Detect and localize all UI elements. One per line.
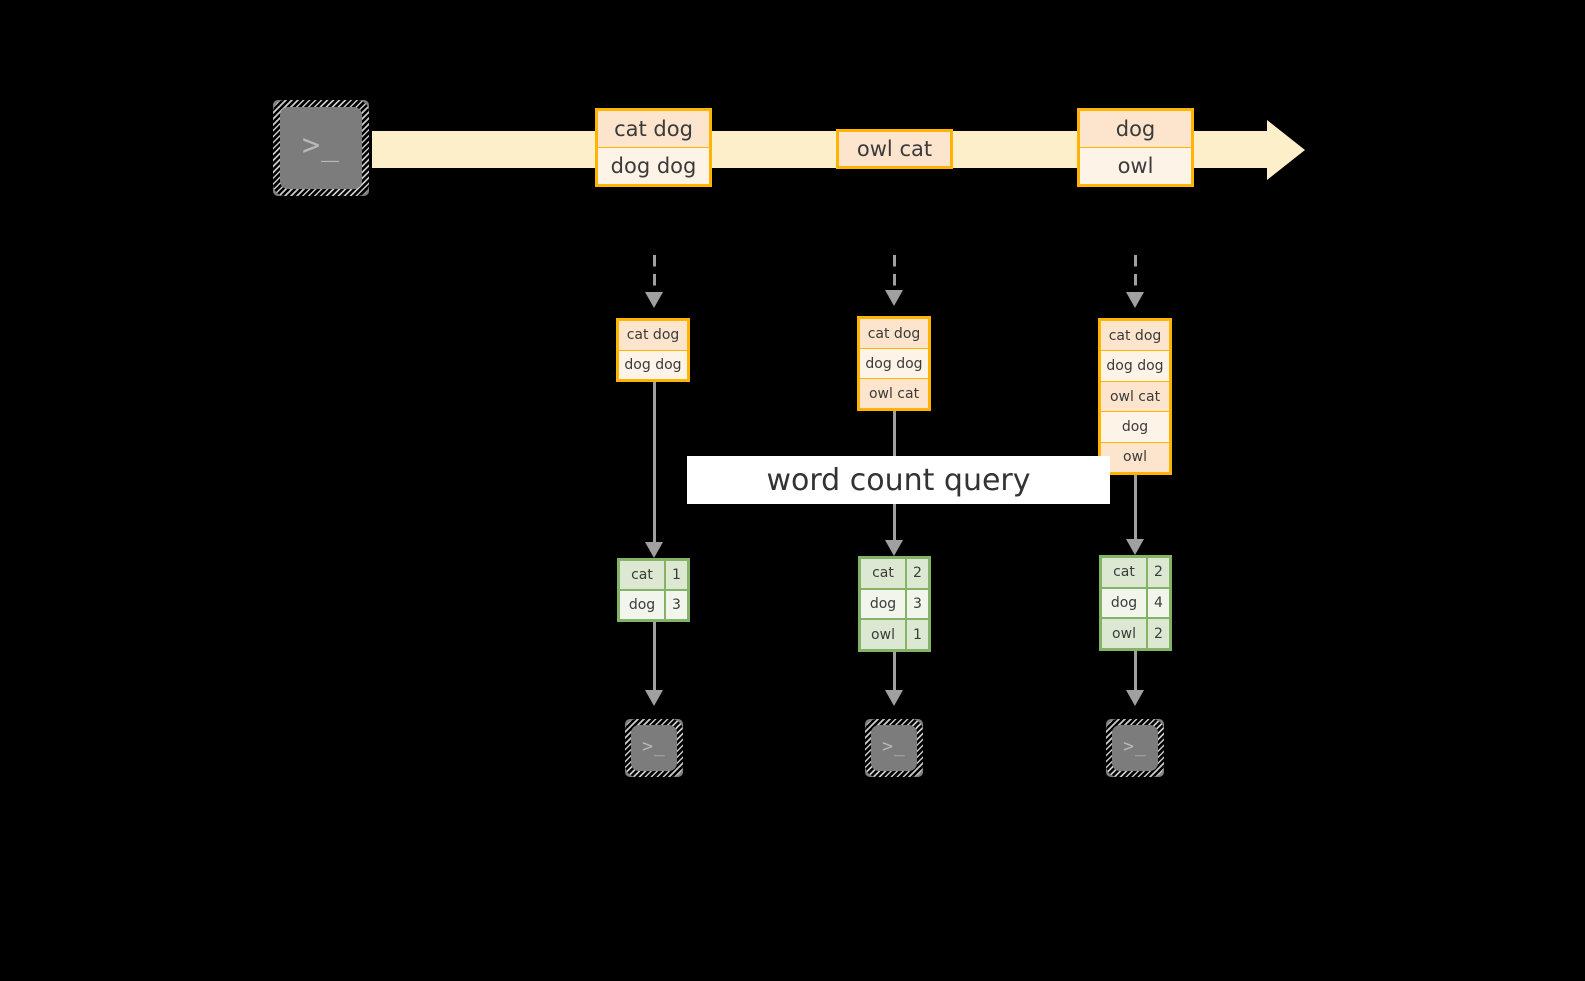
word-count-query-banner: word count query (687, 456, 1110, 504)
result-word: cat (620, 561, 666, 589)
stream-message-group-2[interactable]: owl cat (836, 129, 953, 169)
stream-message-group-3[interactable]: dog owl (1077, 108, 1194, 187)
result-count: 1 (666, 561, 687, 589)
snapshot-2-inflow-arrowhead-icon (885, 290, 903, 306)
snapshot-1-sink-arrowhead-icon (645, 690, 663, 706)
snapshot-2-accumulated-box[interactable]: cat dog dog dog owl cat (857, 316, 931, 411)
accumulated-line: cat dog (860, 319, 928, 349)
accumulated-line: owl (1101, 442, 1169, 473)
snapshot-3-inflow-arrowhead-icon (1126, 292, 1144, 308)
table-row: dog 3 (620, 591, 687, 619)
result-count: 2 (1148, 558, 1169, 587)
terminal-prompt-glyph: >_ (642, 735, 666, 757)
result-word: dog (620, 591, 666, 619)
snapshot-3-result-table[interactable]: cat 2 dog 4 owl 2 (1099, 555, 1172, 651)
banner-label: word count query (766, 462, 1031, 498)
terminal-body (871, 725, 917, 771)
accumulated-line: cat dog (619, 321, 687, 351)
stream-message-line: owl (1080, 148, 1191, 184)
snapshot-1-sink-terminal-icon[interactable]: >_ (618, 712, 690, 784)
result-count: 4 (1148, 588, 1169, 618)
stream-band-segment-3 (950, 131, 1078, 168)
stream-band-segment-2 (710, 131, 838, 168)
table-row: owl 1 (861, 620, 928, 650)
stream-message-group-1[interactable]: cat dog dog dog (595, 108, 712, 187)
snapshot-3-query-line (1133, 475, 1137, 552)
accumulated-line: cat dog (1101, 321, 1169, 352)
snapshot-1-query-arrowhead-icon (645, 542, 663, 558)
snapshot-3-sink-terminal-icon[interactable]: >_ (1099, 712, 1171, 784)
result-word: dog (1102, 588, 1148, 618)
source-terminal-icon[interactable]: >_ (266, 93, 376, 203)
snapshot-1-sink-line (652, 620, 656, 694)
result-word: cat (861, 559, 907, 588)
snapshot-3-sink-arrowhead-icon (1126, 690, 1144, 706)
snapshot-1-inflow-dashed-line (652, 255, 656, 293)
stream-band-segment-1 (372, 131, 598, 168)
stream-arrowhead-icon (1267, 119, 1305, 180)
terminal-prompt-glyph: >_ (882, 735, 906, 757)
result-word: cat (1102, 558, 1148, 587)
terminal-body (631, 725, 677, 771)
terminal-body (1112, 725, 1158, 771)
result-word: owl (1102, 619, 1148, 649)
terminal-prompt-glyph: >_ (1123, 735, 1147, 757)
snapshot-3-inflow-dashed-line (1133, 255, 1137, 293)
snapshot-1-query-line (652, 382, 656, 554)
accumulated-line: dog (1101, 412, 1169, 443)
snapshot-2-query-arrowhead-icon (885, 540, 903, 556)
table-row: cat 2 (1102, 558, 1169, 589)
snapshot-3-query-arrowhead-icon (1126, 539, 1144, 555)
snapshot-2-sink-arrowhead-icon (885, 690, 903, 706)
accumulated-line: dog dog (860, 349, 928, 379)
result-word: owl (861, 620, 907, 650)
snapshot-1-inflow-arrowhead-icon (645, 292, 663, 308)
result-count: 2 (907, 559, 928, 588)
table-row: dog 3 (861, 589, 928, 621)
stream-message-line: cat dog (598, 111, 709, 148)
terminal-body (280, 107, 362, 189)
snapshot-2-inflow-dashed-line (892, 255, 896, 291)
table-row: owl 2 (1102, 619, 1169, 649)
accumulated-line: dog dog (1101, 351, 1169, 382)
result-count: 3 (907, 589, 928, 619)
snapshot-1-result-table[interactable]: cat 1 dog 3 (617, 558, 690, 622)
result-count: 3 (666, 591, 687, 619)
accumulated-line: owl cat (860, 379, 928, 408)
snapshot-1-accumulated-box[interactable]: cat dog dog dog (616, 318, 690, 382)
stream-message-line: dog dog (598, 148, 709, 184)
table-row: dog 4 (1102, 588, 1169, 620)
stream-message-line: dog (1080, 111, 1191, 148)
snapshot-2-sink-line (892, 650, 896, 694)
snapshot-2-result-table[interactable]: cat 2 dog 3 owl 1 (858, 556, 931, 652)
stream-message-line: owl cat (839, 132, 950, 166)
snapshot-3-sink-line (1133, 649, 1137, 694)
accumulated-line: owl cat (1101, 381, 1169, 413)
result-count: 2 (1148, 619, 1169, 649)
stream-band-segment-4 (1192, 131, 1267, 168)
snapshot-2-sink-terminal-icon[interactable]: >_ (858, 712, 930, 784)
result-word: dog (861, 589, 907, 619)
table-row: cat 2 (861, 559, 928, 590)
result-count: 1 (907, 620, 928, 650)
table-row: cat 1 (620, 561, 687, 591)
terminal-prompt-glyph: >_ (301, 128, 341, 164)
accumulated-line: dog dog (619, 350, 687, 379)
snapshot-3-accumulated-box[interactable]: cat dog dog dog owl cat dog owl (1098, 318, 1172, 475)
